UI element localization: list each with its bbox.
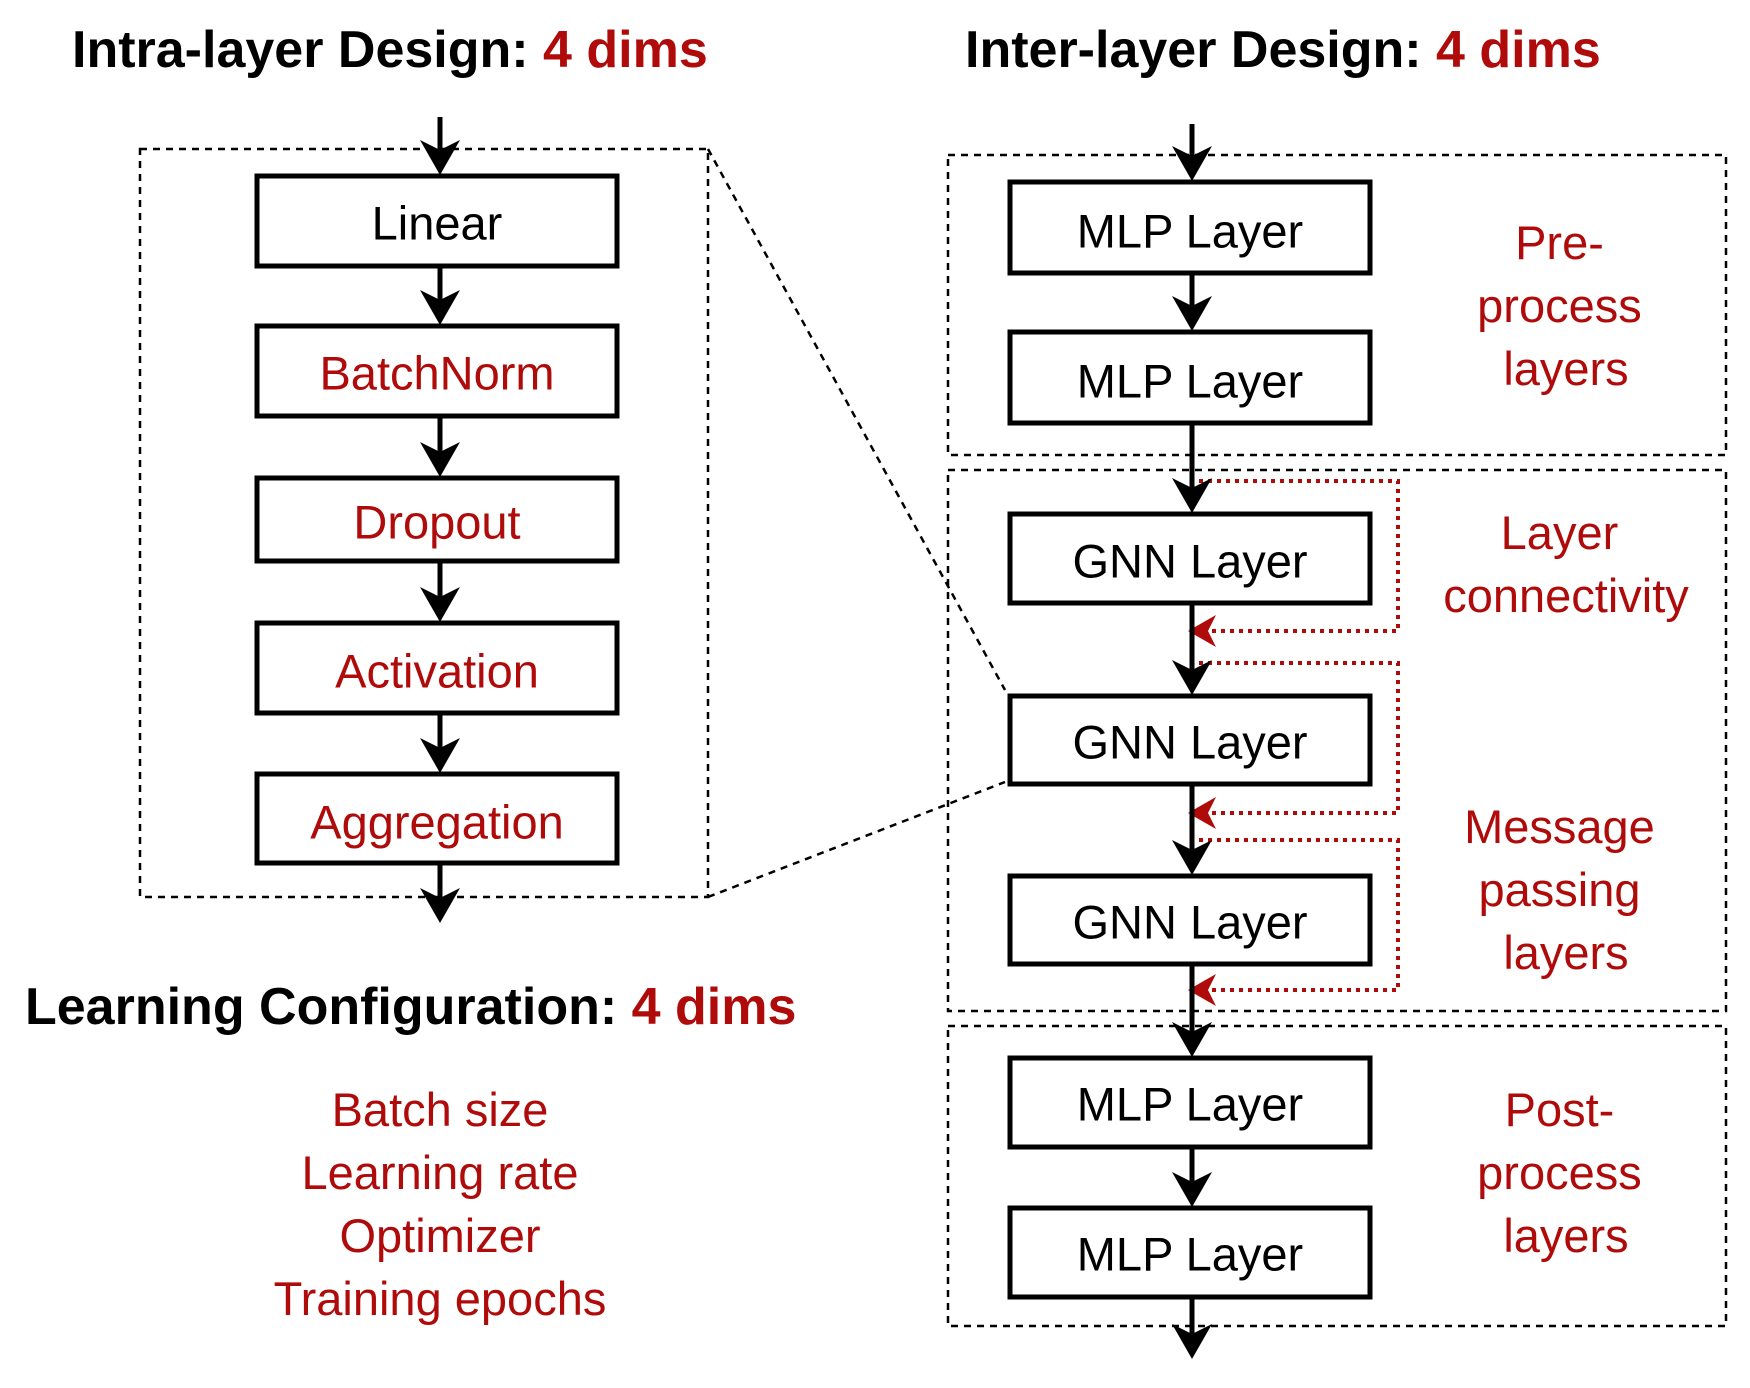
skip-connection-3 [1188,838,1400,1006]
gnn-layer-2: GNN Layer [1007,693,1373,787]
intra-box-batchnorm: BatchNorm [254,323,620,419]
intra-box-activation: Activation [254,620,620,716]
inter-layer-title: Inter-layer Design: [965,21,1422,79]
inter-layer-dims: 4 dims [1436,21,1601,79]
intra-layer-title: Intra-layer Design: [72,21,529,79]
gnn-layer-label: GNN Layer [1072,716,1307,769]
gnn-layer-label: GNN Layer [1072,535,1307,588]
post-process-label: Post- process layers [1477,1083,1655,1262]
gnn-layer-3: GNN Layer [1007,873,1373,967]
skip-connections [1188,479,1400,1006]
intra-box-dropout: Dropout [254,475,620,564]
skip-connection-2 [1188,661,1400,829]
intra-box-linear: Linear [254,173,620,269]
intra-box-label: Activation [335,645,539,698]
mlp-layer-label: MLP Layer [1077,205,1303,258]
layer-connectivity-label: Layer connectivity [1443,506,1689,622]
intra-box-label: Linear [372,197,503,250]
message-passing-group-border [946,468,1728,1013]
intra-box-aggregation: Aggregation [254,771,620,866]
learning-config-item: Training epochs [274,1272,607,1325]
intra-layer-dims: 4 dims [543,21,708,79]
learning-config-item: Optimizer [339,1209,540,1262]
mlp-layer-label: MLP Layer [1077,1078,1303,1131]
gnn-layer-1: GNN Layer [1007,511,1373,606]
pre-mlp-layer-2: MLP Layer [1007,329,1373,426]
post-mlp-layer-2: MLP Layer [1007,1205,1373,1300]
pre-process-group-border [946,153,1728,457]
post-mlp-layer-1: MLP Layer [1007,1055,1373,1150]
learning-config-heading: Learning Configuration: 4 dims [25,978,796,1036]
inter-layer-heading: Inter-layer Design: 4 dims [965,21,1601,79]
zoom-line-bottom [707,780,1006,899]
mlp-layer-label: MLP Layer [1077,355,1303,408]
zoom-line-top [706,148,1007,691]
mlp-layer-label: MLP Layer [1077,1228,1303,1281]
intra-box-label: Dropout [353,496,520,549]
learning-config-item: Batch size [332,1083,549,1136]
pre-mlp-layer-1: MLP Layer [1007,179,1373,276]
intra-layer-heading: Intra-layer Design: 4 dims [72,21,708,79]
learning-config-dims: 4 dims [632,978,797,1036]
intra-box-label: Aggregation [310,796,563,849]
intra-box-label: BatchNorm [319,347,554,400]
gnn-layer-label: GNN Layer [1072,896,1307,949]
message-passing-label: Message passing layers [1464,800,1668,979]
post-process-group-border [946,1024,1728,1328]
learning-config-title: Learning Configuration: [25,978,617,1036]
learning-config-item: Learning rate [302,1146,579,1199]
skip-connection-1 [1188,479,1400,647]
pre-process-label: Pre- process layers [1477,216,1655,395]
